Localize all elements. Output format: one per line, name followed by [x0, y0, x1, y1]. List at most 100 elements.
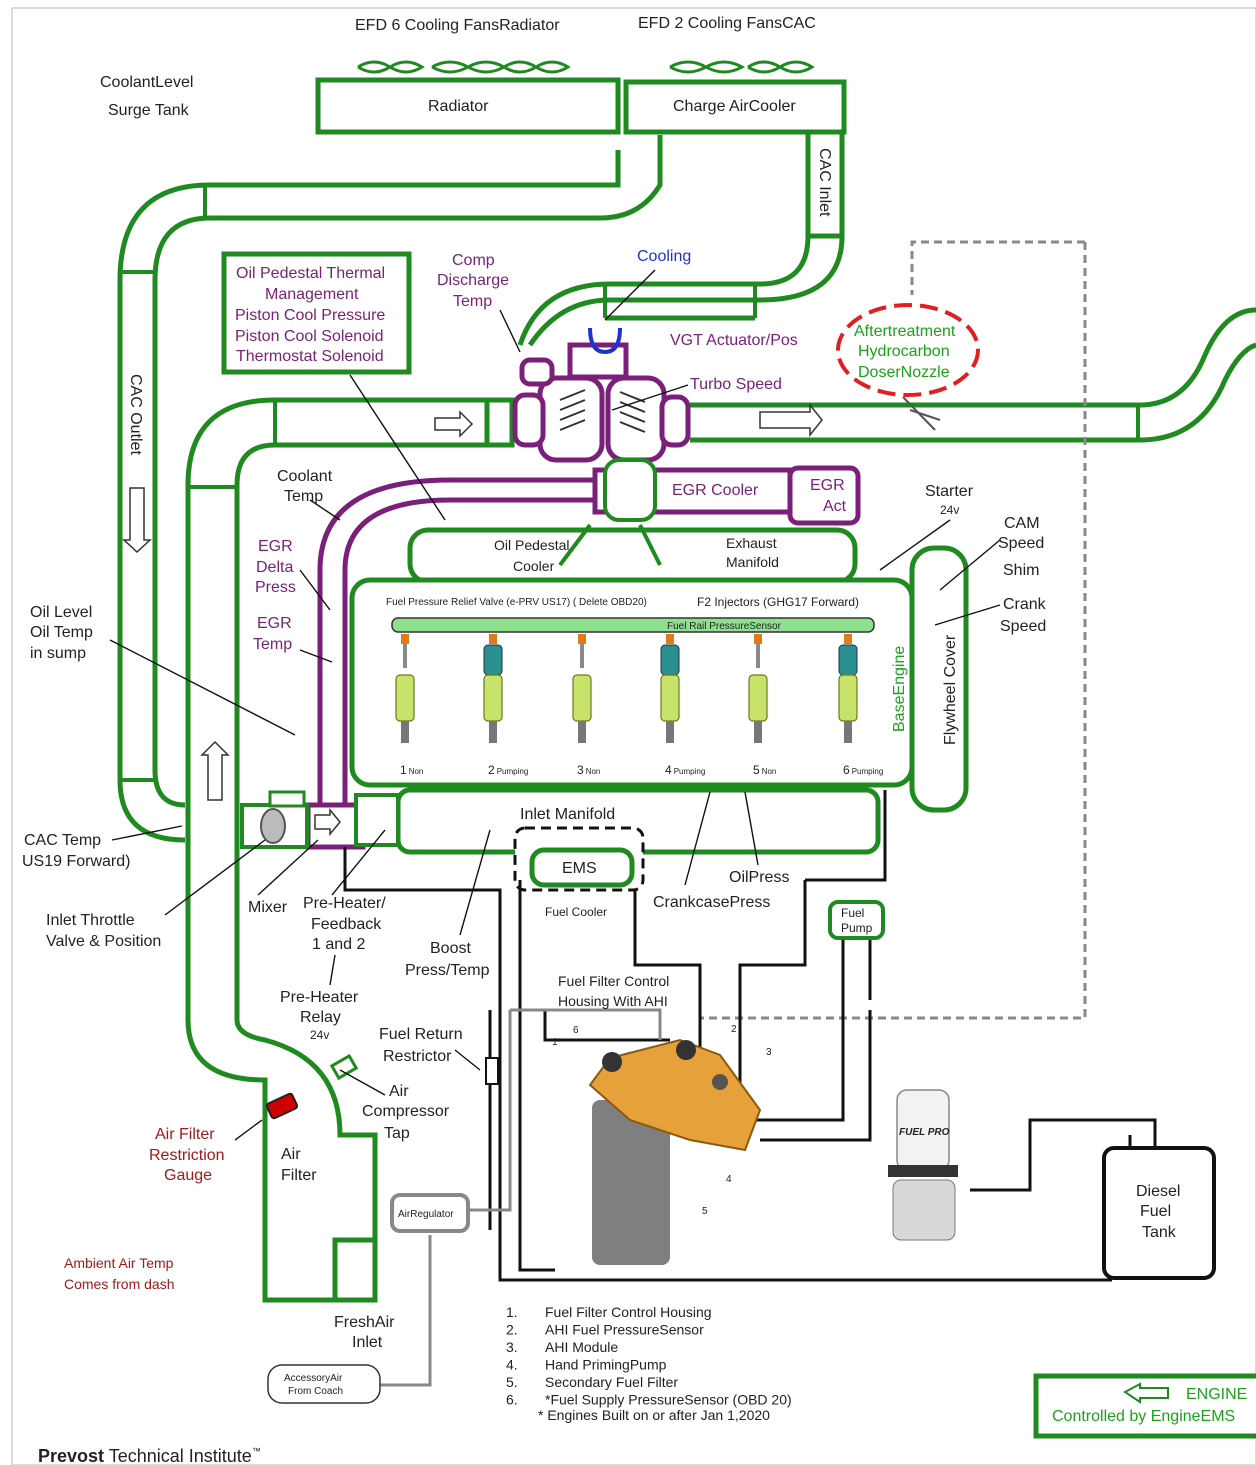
coolant-temp-2: Temp	[284, 488, 323, 505]
air-filter-gauge-2: Restriction	[149, 1147, 225, 1164]
accessory-air-2: From Coach	[288, 1386, 343, 1397]
oil-press-label: OilPress	[729, 869, 789, 886]
preheater-feedback-1: Pre-Heater/	[303, 895, 386, 912]
key-engine-label: ENGINE	[1186, 1386, 1247, 1403]
surge-tank-label: Surge Tank	[108, 102, 190, 119]
fresh-air-2: Inlet	[352, 1334, 383, 1351]
svg-text:3: 3	[766, 1047, 772, 1058]
efd6-label: EFD 6 Cooling FansRadiator	[355, 17, 560, 34]
fuel-return-2: Restrictor	[383, 1048, 452, 1065]
air-filter-1: Air	[281, 1146, 301, 1163]
base-engine-label: BaseEngine	[891, 646, 908, 732]
oil-sump-3: in sump	[30, 645, 86, 662]
boost-1: Boost	[430, 940, 471, 957]
efd2-label: EFD 2 Cooling FansCAC	[638, 15, 816, 32]
preheater-relay-1: Pre-Heater	[280, 989, 359, 1006]
mixer-label: Mixer	[248, 899, 288, 916]
cac-outlet-label: CAC Outlet	[127, 374, 144, 455]
shim-label: Shim	[1003, 562, 1039, 579]
crankcase-press-label: CrankcasePress	[653, 894, 770, 911]
legend-number: 3.	[506, 1339, 518, 1355]
oil-sump-2: Oil Temp	[30, 624, 93, 641]
aftertreatment-1: Aftertreatment	[854, 323, 956, 340]
cac-temp-2: US19 Forward)	[22, 853, 130, 870]
svg-text:6: 6	[573, 1025, 579, 1036]
footer-brand: Prevost Technical Institute™	[38, 1446, 261, 1465]
legend-text: *Fuel Supply PressureSensor (OBD 20)	[545, 1392, 792, 1408]
radiator-label: Radiator	[428, 98, 489, 115]
cac-fans	[670, 62, 812, 72]
legend-text: AHI Module	[545, 1339, 618, 1355]
cac-temp-1: CAC Temp	[24, 832, 101, 849]
fuel-pro-label: FUEL PRO	[899, 1127, 950, 1138]
starter-voltage: 24v	[940, 503, 959, 517]
fuel-rail	[392, 618, 874, 632]
legend-text: AHI Fuel PressureSensor	[545, 1322, 704, 1338]
egr-temp-2: Temp	[253, 636, 292, 653]
air-comp-tap-3: Tap	[384, 1125, 410, 1142]
air-comp-tap-2: Compressor	[362, 1103, 450, 1120]
comp-discharge-1: Comp	[452, 252, 495, 269]
cooling-label: Cooling	[637, 248, 691, 265]
egr-delta-1: EGR	[258, 538, 293, 555]
comp-discharge-3: Temp	[453, 293, 492, 310]
fuel-pump-2: Pump	[841, 921, 873, 935]
engine-key-box	[1036, 1376, 1256, 1436]
diesel-tank-3: Tank	[1142, 1224, 1177, 1241]
key-controlled-label: Controlled by EngineEMS	[1052, 1408, 1235, 1425]
inlet-throttle-1: Inlet Throttle	[46, 912, 135, 929]
cam-speed-1: CAM	[1004, 515, 1040, 532]
air-filter-2: Filter	[281, 1167, 317, 1184]
preheater-relay-2: Relay	[300, 1009, 341, 1026]
svg-text:2: 2	[731, 1024, 737, 1035]
starter-label: Starter	[925, 483, 974, 500]
charge-air-cooler-label: Charge AirCooler	[673, 98, 796, 115]
exhaust-manifold-2: Manifold	[726, 554, 779, 570]
legend-number: 4.	[506, 1357, 518, 1373]
fprv-label: Fuel Pressure Relief Valve (e-PRV US17) …	[386, 597, 647, 608]
ffch-ahi-2: Housing With AHI	[558, 993, 668, 1009]
air-comp-tap-1: Air	[389, 1083, 409, 1100]
crank-speed-1: Crank	[1003, 596, 1047, 613]
fuel-return-restrictor-icon	[486, 1058, 498, 1084]
throttle-valve-icon	[261, 809, 285, 843]
cac-inlet-label: CAC Inlet	[816, 148, 833, 217]
legend-number: 6.	[506, 1392, 518, 1408]
turbo-speed-label: Turbo Speed	[690, 376, 782, 393]
preheater-feedback-3: 1 and 2	[312, 936, 365, 953]
egr-delta-2: Delta	[256, 559, 293, 576]
oil-sump-1: Oil Level	[30, 604, 92, 621]
egr-act-2: Act	[823, 498, 847, 515]
egr-cooler-label: EGR Cooler	[672, 482, 759, 499]
ambient-2: Comes from dash	[64, 1276, 174, 1292]
comp-discharge-2: Discharge	[437, 272, 509, 289]
accessory-air-1: AccessoryAir	[284, 1373, 343, 1384]
oil-pedestal-line-5: Thermostat Solenoid	[236, 348, 384, 365]
flywheel-cover-label: Flywheel Cover	[942, 634, 959, 745]
boost-2: Press/Temp	[405, 962, 490, 979]
fuel-cooler-label: Fuel Cooler	[545, 905, 607, 919]
base-engine-box	[352, 580, 912, 785]
fuel-rail-sensor-label: Fuel Rail PressureSensor	[667, 621, 782, 632]
oil-pedestal-cooler-2: Cooler	[513, 558, 555, 574]
egr-delta-3: Press	[255, 579, 296, 596]
crank-speed-2: Speed	[1000, 618, 1046, 635]
fuel-return-1: Fuel Return	[379, 1026, 463, 1043]
legend-number: 2.	[506, 1322, 518, 1338]
fresh-air-1: FreshAir	[334, 1314, 395, 1331]
diesel-tank-2: Fuel	[1140, 1203, 1171, 1220]
legend-number: 1.	[506, 1304, 518, 1320]
restriction-gauge-icon	[266, 1093, 298, 1119]
aftertreatment-2: Hydrocarbon	[858, 343, 950, 360]
preheater-voltage: 24v	[310, 1028, 329, 1042]
egr-temp-1: EGR	[257, 615, 292, 632]
fuel-pro-filter	[888, 1090, 958, 1240]
diesel-tank-1: Diesel	[1136, 1183, 1180, 1200]
oil-pedestal-cooler-1: Oil Pedestal	[494, 537, 569, 553]
coolant-temp-1: Coolant	[277, 468, 333, 485]
fuel-filter-assembly	[590, 1040, 760, 1265]
ambient-1: Ambient Air Temp	[64, 1255, 174, 1271]
air-filter-gauge-1: Air Filter	[155, 1126, 215, 1143]
air-filter-gauge-3: Gauge	[164, 1167, 212, 1184]
inlet-throttle-2: Valve & Position	[46, 933, 161, 950]
